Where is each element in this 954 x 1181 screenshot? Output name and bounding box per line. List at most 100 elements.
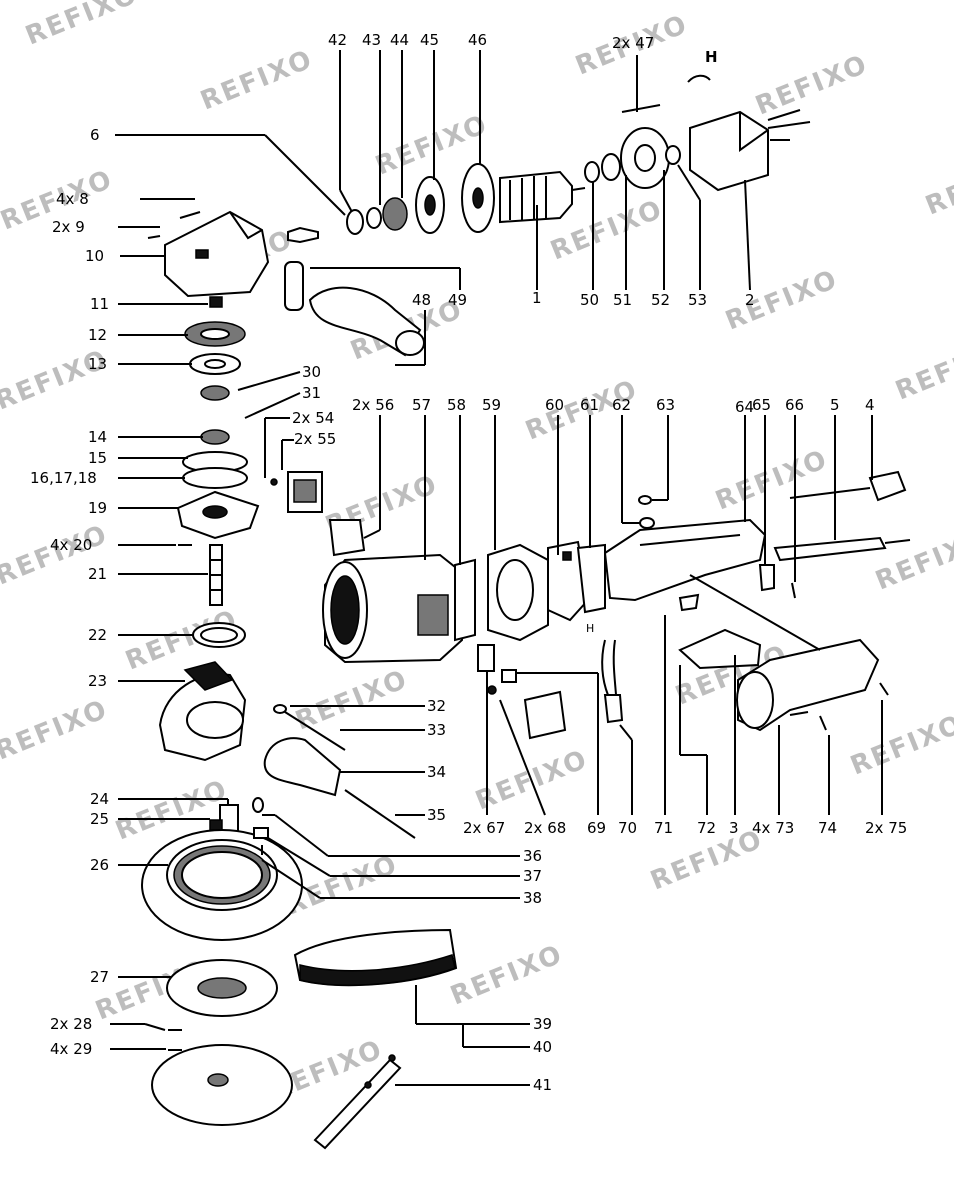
cord-5 xyxy=(773,536,887,562)
callout-label: 37 xyxy=(523,867,542,885)
spindle-6 xyxy=(287,226,319,244)
housing-detail xyxy=(417,594,449,636)
callout-label: 2x 9 xyxy=(52,218,85,236)
callout-label: 42 xyxy=(328,31,347,49)
sleeve-49 xyxy=(284,261,304,311)
watermark: REFIXO xyxy=(0,694,112,766)
part-37 xyxy=(253,827,269,839)
part-53 xyxy=(665,145,681,165)
callout-label: 4x 73 xyxy=(752,819,794,837)
callout-label: 60 xyxy=(545,396,564,414)
callout-label: 23 xyxy=(88,672,107,690)
callout-label: 51 xyxy=(613,291,632,309)
callout-label: 49 xyxy=(448,291,467,309)
part-67 xyxy=(477,644,495,672)
callout-label: 40 xyxy=(533,1038,552,1056)
callout-label: 14 xyxy=(88,428,107,446)
part-61 xyxy=(576,543,606,614)
callout-label: H xyxy=(586,622,594,635)
bearing-51 xyxy=(601,153,621,181)
part-56 xyxy=(328,519,366,557)
callout-label: 2x 68 xyxy=(524,819,566,837)
screw-47 xyxy=(621,104,661,113)
callout-label: 22 xyxy=(88,626,107,644)
part-25 xyxy=(209,819,223,831)
handle-shell-64 xyxy=(603,518,767,602)
rod-35 xyxy=(344,789,416,839)
screw-75 xyxy=(879,682,889,696)
pin-33 xyxy=(284,711,346,751)
callout-label: 26 xyxy=(90,856,109,874)
watermark: REFIXO xyxy=(891,334,954,406)
callout-label: 10 xyxy=(85,247,104,265)
callout-label: 4 xyxy=(865,396,875,414)
armature xyxy=(499,170,573,224)
callout-label: 2x 75 xyxy=(865,819,907,837)
bearing-30 xyxy=(200,385,230,401)
leader-lines xyxy=(110,50,883,1086)
screw-66 xyxy=(791,582,796,599)
callout-label: 11 xyxy=(90,295,109,313)
callout-label: 32 xyxy=(427,697,446,715)
callout-label: 16,17,18 xyxy=(30,469,97,487)
handle-34 xyxy=(263,737,342,797)
watermark: REFIXO xyxy=(921,149,954,221)
callout-label: 6 xyxy=(90,126,100,144)
bearing-14 xyxy=(200,429,230,445)
callout-label: 15 xyxy=(88,449,107,467)
callout-label: 24 xyxy=(90,790,109,808)
callout-label: 52 xyxy=(651,291,670,309)
callout-label: 71 xyxy=(654,819,673,837)
callout-label: 43 xyxy=(362,31,381,49)
callout-label: 58 xyxy=(447,396,466,414)
callout-label: 30 xyxy=(302,363,321,381)
callout-label: 61 xyxy=(580,396,599,414)
part-43 xyxy=(366,207,382,229)
callout-labels: 6 4x 8 2x 9 10 11 12 13 14 15 16,17,18 1… xyxy=(30,31,907,1094)
callout-label: 70 xyxy=(618,819,637,837)
callout-label: 2x 47 xyxy=(612,34,654,52)
clip-H xyxy=(687,74,711,83)
callout-label: 46 xyxy=(468,31,487,49)
callout-label: 69 xyxy=(587,819,606,837)
callout-label: 53 xyxy=(688,291,707,309)
housing-detail xyxy=(195,249,209,259)
callout-label: 41 xyxy=(533,1076,552,1094)
callout-label: 2x 56 xyxy=(352,396,394,414)
part-62 xyxy=(639,517,655,529)
callout-label: 21 xyxy=(88,565,107,583)
ring-16 xyxy=(182,467,248,489)
callout-label: 64 xyxy=(735,398,754,416)
callout-label: 66 xyxy=(785,396,804,414)
plug-4 xyxy=(868,470,907,502)
callout-label: 4x 8 xyxy=(56,190,89,208)
watermark: REFIXO xyxy=(721,264,842,336)
part-65 xyxy=(758,564,775,592)
part-68 xyxy=(501,669,517,683)
callout-label: 33 xyxy=(427,721,446,739)
callout-label: H xyxy=(705,48,718,66)
parts xyxy=(141,74,911,1150)
callout-label: 2x 67 xyxy=(463,819,505,837)
part-42 xyxy=(346,209,364,235)
bearing-50 xyxy=(584,161,600,183)
capacitor-69 xyxy=(523,690,567,740)
screw-8 xyxy=(179,211,201,219)
callout-label: 38 xyxy=(523,889,542,907)
watermark: REFIXO xyxy=(751,49,872,121)
part-36 xyxy=(252,797,264,813)
screw-73 xyxy=(789,711,809,716)
callout-label: 13 xyxy=(88,355,107,373)
callout-label: 65 xyxy=(752,396,771,414)
callout-label: 19 xyxy=(88,499,107,517)
callout-label: 34 xyxy=(427,763,446,781)
watermark: REFIXO xyxy=(846,709,954,781)
part-71 xyxy=(678,593,700,612)
callout-label: 2x 28 xyxy=(50,1015,92,1033)
callout-label: 48 xyxy=(412,291,431,309)
callout-label: 25 xyxy=(90,810,109,828)
part-44 xyxy=(382,197,408,231)
screw-74 xyxy=(819,715,827,731)
callout-label: 4x 20 xyxy=(50,536,92,554)
callout-label: 3 xyxy=(729,819,739,837)
